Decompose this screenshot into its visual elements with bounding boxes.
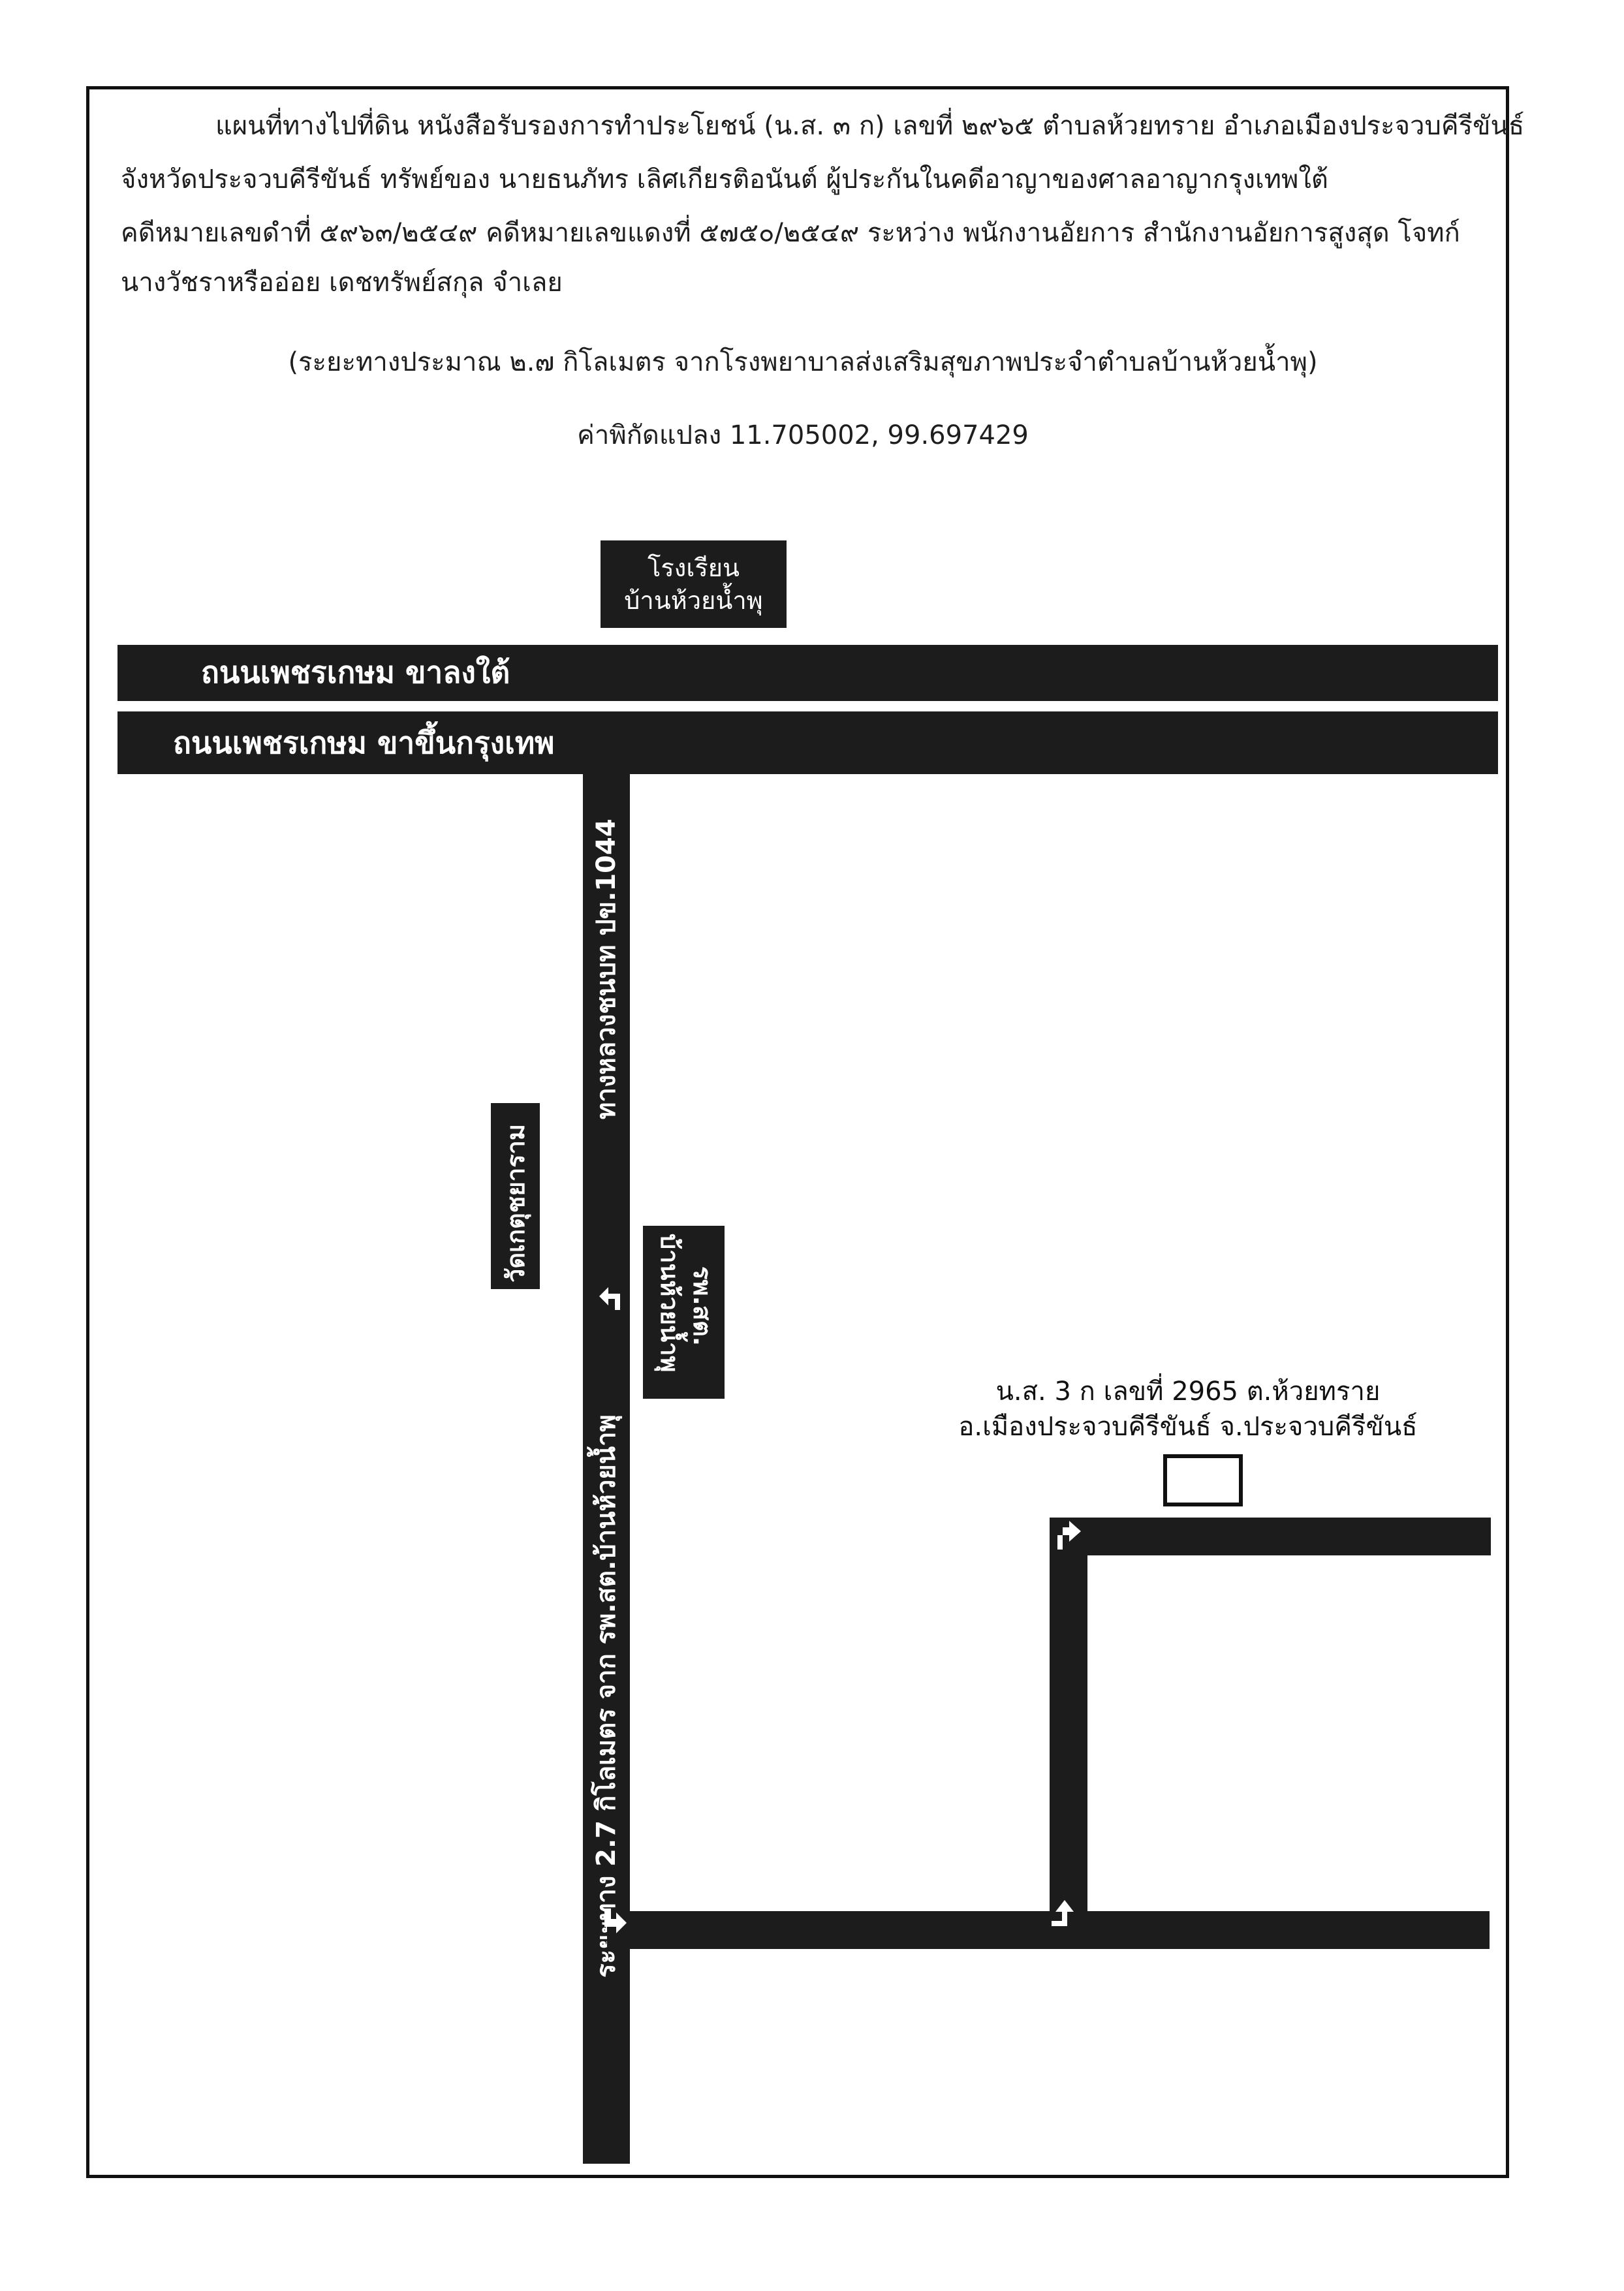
highway-label: ทางหลวงชนบท ปข.1044	[591, 818, 621, 1119]
target-plot-label-1: น.ส. 3 ก เลขที่ 2965 ต.ห้วยทราย	[995, 1377, 1381, 1407]
route-distance-label: ระยะทาง 2.7 กิโลเมตร จาก รพ.สต.บ้านห้วยน…	[591, 1414, 621, 1978]
turn-up-arrow-icon	[1052, 1900, 1074, 1926]
road-phetkasem-north-label: ถนนเพชรเกษม ขาขึ้นกรุงเทพ	[173, 725, 555, 760]
plot-coordinates: ค่าพิกัดแปลง 11.705002, 99.697429	[577, 420, 1029, 450]
distance-note: (ระยะทางประมาณ ๒.๗ กิโลเมตร จากโรงพยาบาล…	[288, 347, 1318, 377]
road-phetkasem-north	[117, 711, 1498, 774]
school-label-1: โรงเรียน	[647, 553, 740, 582]
temple-box	[491, 1103, 540, 1289]
school-label-2: บ้านห้วยน้ำพุ	[624, 586, 763, 615]
target-plot-label: น.ส. 3 ก เลขที่ 2965 ต.ห้วยทราย อ.เมืองป…	[940, 1374, 1436, 1444]
hospital-label-1: รพ.สต.	[688, 1266, 717, 1347]
hospital-box	[643, 1226, 725, 1399]
target-plot-label-2: อ.เมืองประจวบคีรีขันธ์ จ.ประจวบคีรีขันธ์	[958, 1412, 1418, 1442]
turn-right-arrow-icon-top	[1057, 1521, 1081, 1550]
road-phetkasem-south	[117, 645, 1498, 701]
header-line-4: นางวัชราหรืออ่อย เดชทรัพย์สกุล จำเลย	[121, 268, 563, 298]
road-bottom-branch	[607, 1911, 1490, 1949]
school-box: โรงเรียน บ้านห้วยน้ำพุ	[601, 540, 787, 628]
turn-right-arrow-icon-bottom	[604, 1909, 627, 1933]
road-phetkasem-south-label: ถนนเพชรเกษม ขาลงใต้	[201, 655, 510, 690]
target-plot-marker	[1163, 1454, 1243, 1506]
road-top-branch	[1050, 1518, 1491, 1555]
temple-label: วัดเกตุชยาราม	[501, 1124, 530, 1283]
hospital-label-2: บ้านห้วยน้ำพุ	[655, 1234, 684, 1373]
map-frame	[86, 86, 1509, 2178]
header-line-2: จังหวัดประจวบคีรีขันธ์ ทรัพย์ของ นายธนภั…	[121, 164, 1328, 195]
road-connector	[1050, 1518, 1087, 1948]
turn-arrow-icon-hospital	[599, 1287, 620, 1310]
header-line-3: คดีหมายเลขดำที่ ๕๙๖๓/๒๕๔๙ คดีหมายเลขแดงท…	[121, 218, 1460, 248]
header-line-1: แผนที่ทางไปที่ดิน หนังสือรับรองการทำประโ…	[215, 111, 1525, 141]
